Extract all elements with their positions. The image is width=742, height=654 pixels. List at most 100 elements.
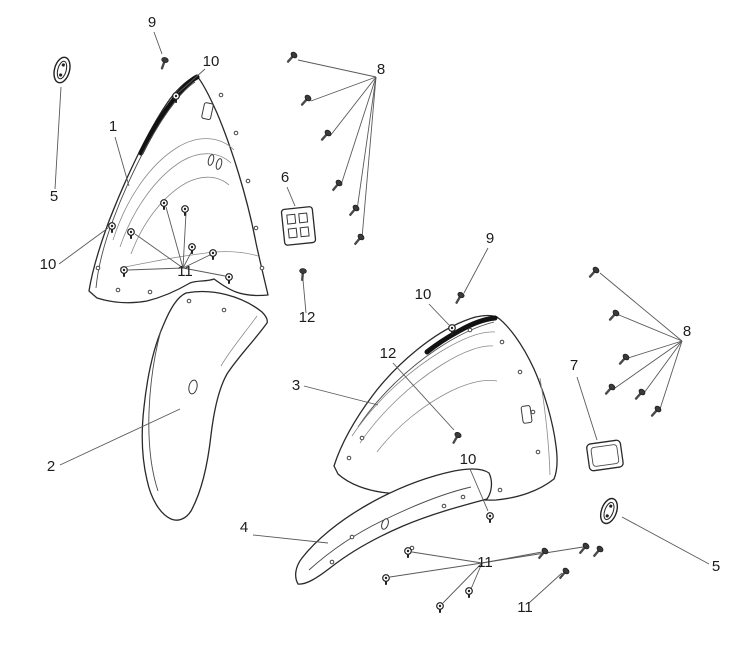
callout-10-left: 10 [40, 256, 57, 273]
fender-left-arch-contour [112, 138, 235, 241]
leader-line [127, 267, 184, 271]
leader-line [252, 534, 329, 544]
rivet-icon [486, 512, 494, 524]
rivet-icon [382, 574, 390, 586]
leader-line [153, 31, 163, 55]
callout-10-right-mid: 10 [460, 451, 477, 468]
callout-8-top: 8 [377, 61, 385, 78]
fender-left-oval [215, 158, 223, 170]
grommet-icon [596, 495, 622, 527]
pad-part [586, 439, 624, 472]
screw-icon [606, 308, 621, 324]
callout-8-right: 8 [683, 323, 691, 340]
panel-hole [359, 435, 365, 441]
callout-6: 6 [281, 169, 289, 186]
panel-hole [253, 225, 259, 231]
panel-hole [497, 487, 503, 493]
panel-hole [346, 455, 352, 461]
fender-right-arch-contour [376, 380, 498, 453]
rocker-panel-outline [295, 468, 493, 585]
rivet-icon [404, 547, 412, 559]
leader-lines [54, 31, 710, 604]
side-panel-left-oval [188, 379, 198, 395]
fender-left-oval [207, 154, 215, 166]
fender-left-arch-contour [119, 153, 232, 248]
fender-left-outline [88, 75, 269, 304]
panel-hole [460, 494, 466, 500]
leader-line [54, 86, 62, 190]
leader-line [627, 340, 683, 359]
leader-line [182, 212, 187, 269]
rivet-icon [465, 587, 473, 599]
leader-line [59, 408, 181, 466]
rivet-icon [436, 602, 444, 614]
fender-right-top-edge [424, 315, 498, 355]
screw-icon [616, 352, 631, 368]
leader-line [643, 340, 683, 394]
leader-line [528, 572, 563, 604]
panel-hole [186, 298, 192, 304]
screw-icon [576, 541, 591, 557]
screw-icon [298, 93, 313, 109]
screw-icon [590, 544, 605, 560]
leader-line [659, 340, 683, 410]
leader-line [165, 206, 184, 269]
panel-hole [233, 130, 239, 136]
callout-4: 4 [240, 519, 248, 536]
side-panel-left-contour [220, 315, 258, 367]
leader-line [356, 76, 377, 211]
callout-11-bottom-right: 11 [517, 599, 533, 616]
fender-right-arch-contour [351, 331, 496, 437]
callout-10-top: 10 [203, 53, 220, 70]
leader-line [329, 76, 377, 137]
panel-hole [245, 178, 251, 184]
panel-side-lower-left [141, 290, 268, 521]
panel-hole [499, 339, 505, 345]
leader-line [621, 516, 710, 565]
leader-line [177, 68, 206, 94]
screw-icon [351, 232, 366, 248]
leader-line [58, 227, 109, 265]
screw-icon [158, 56, 170, 71]
panel-hole [221, 307, 227, 313]
rocker-panel-oval [381, 518, 389, 530]
leader-line [182, 253, 213, 269]
callout-9-top: 9 [148, 14, 156, 31]
side-panel-left-outline [141, 290, 268, 521]
leader-line [470, 562, 483, 590]
fender-right-arch-contour [359, 345, 494, 444]
panel-hole [441, 503, 447, 509]
screw-icon [284, 50, 299, 66]
panel-hole [95, 265, 101, 271]
bracket-hole [299, 226, 310, 238]
panel-hole [535, 449, 541, 455]
leader-line [389, 562, 483, 578]
fender-right-flap-line [539, 377, 551, 476]
panel-front-fender-left [88, 74, 269, 304]
leader-line [411, 551, 483, 564]
leader-line [340, 76, 377, 186]
callout-3: 3 [292, 377, 300, 394]
fender-left-slot [201, 102, 214, 120]
callout-2: 2 [47, 458, 55, 475]
screw-icon [346, 203, 361, 219]
screw-icon [586, 265, 601, 281]
leader-line [442, 562, 483, 604]
fender-right-slot [520, 405, 533, 424]
screw-icon [452, 290, 466, 306]
panel-hole [115, 287, 121, 293]
leader-line [576, 376, 598, 441]
leader-line [481, 546, 584, 564]
leader-line [469, 468, 489, 512]
leader-line [463, 247, 489, 294]
bracket-hole [286, 213, 297, 225]
screw-icon [648, 404, 663, 420]
bracket-part [280, 206, 317, 246]
panel-hole [517, 369, 523, 375]
panel-hole [530, 409, 536, 415]
panel-rocker-lower-right [295, 468, 493, 585]
callout-5-right: 5 [712, 558, 720, 575]
panel-hole [329, 559, 335, 565]
leader-line [361, 76, 377, 239]
leader-line [599, 272, 683, 342]
